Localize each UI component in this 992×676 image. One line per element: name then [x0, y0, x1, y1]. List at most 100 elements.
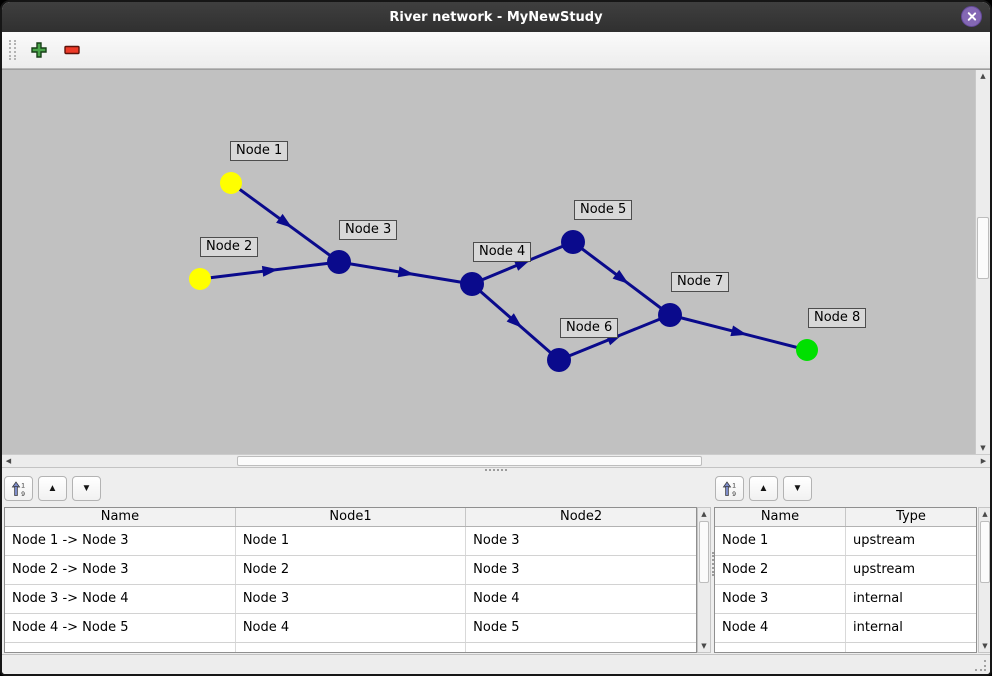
- table-cell[interactable]: upstream: [845, 555, 976, 585]
- nodes-table-scrollbar[interactable]: ▲ ▼: [978, 507, 990, 653]
- resize-grip[interactable]: [975, 660, 986, 671]
- column-header[interactable]: Node2: [465, 508, 696, 527]
- scroll-down-icon[interactable]: ▼: [980, 444, 986, 452]
- nodes-sort-button[interactable]: 1 9: [715, 476, 744, 501]
- column-header[interactable]: Name: [715, 508, 846, 527]
- network-node[interactable]: [547, 348, 571, 372]
- edge-arrow-icon: [730, 325, 748, 337]
- svg-text:9: 9: [21, 491, 25, 497]
- network-svg: [189, 172, 818, 372]
- reaches-move-down-button[interactable]: ▼: [72, 476, 101, 501]
- scroll-right-icon[interactable]: ▶: [980, 457, 987, 465]
- node-label[interactable]: Node 8: [808, 308, 867, 328]
- table-cell[interactable]: internal: [845, 584, 976, 614]
- scroll-down-icon[interactable]: ▼: [701, 642, 707, 650]
- nodes-move-up-button[interactable]: ▲: [749, 476, 778, 501]
- column-header[interactable]: Name: [5, 508, 236, 527]
- scroll-up-icon[interactable]: ▲: [982, 510, 988, 518]
- table-cell-empty: [5, 642, 236, 652]
- edge-arrow-icon: [612, 269, 629, 284]
- table-cell[interactable]: Node 1: [715, 526, 846, 556]
- table-cell[interactable]: Node 5: [465, 613, 696, 643]
- reaches-table-scrollbar[interactable]: ▲ ▼: [697, 507, 711, 653]
- table-cell[interactable]: Node 3: [465, 555, 696, 585]
- minus-icon: [64, 45, 80, 55]
- table-cell[interactable]: Node 4: [465, 584, 696, 614]
- canvas-vscrollbar-thumb[interactable]: [977, 217, 989, 279]
- table-cell[interactable]: Node 3: [715, 584, 846, 614]
- svg-text:1: 1: [732, 482, 736, 489]
- scroll-down-icon[interactable]: ▼: [982, 642, 988, 650]
- table-cell[interactable]: Node 4 -> Node 5: [5, 613, 236, 643]
- edge-arrow-icon: [513, 259, 531, 271]
- edge-arrow-icon: [261, 265, 279, 277]
- node-label[interactable]: Node 1: [230, 141, 289, 161]
- table-cell[interactable]: Node 1 -> Node 3: [5, 526, 236, 556]
- toolbar-grip[interactable]: [9, 40, 16, 60]
- column-header[interactable]: Type: [845, 508, 976, 527]
- network-node[interactable]: [220, 172, 242, 194]
- table-cell[interactable]: Node 4: [715, 613, 846, 643]
- table-cell-empty: [235, 642, 467, 652]
- table-cell[interactable]: Node 3: [465, 526, 696, 556]
- network-node[interactable]: [561, 230, 585, 254]
- table-cell[interactable]: internal: [845, 613, 976, 643]
- edge-arrow-icon: [276, 213, 293, 228]
- table-cell[interactable]: Node 2: [235, 555, 467, 585]
- scroll-up-icon[interactable]: ▲: [980, 72, 986, 80]
- plus-icon: [31, 42, 47, 58]
- canvas-hscrollbar-thumb[interactable]: [237, 456, 702, 466]
- node-label[interactable]: Node 2: [200, 237, 259, 257]
- remove-button[interactable]: [59, 37, 85, 63]
- table-cell[interactable]: Node 1: [235, 526, 467, 556]
- table-cell[interactable]: Node 3: [235, 584, 467, 614]
- node-label[interactable]: Node 7: [671, 272, 730, 292]
- table-cell[interactable]: Node 3 -> Node 4: [5, 584, 236, 614]
- reaches-move-up-button[interactable]: ▲: [38, 476, 67, 501]
- nodes-scrollbar-thumb[interactable]: [980, 521, 990, 583]
- table-cell[interactable]: Node 2: [715, 555, 846, 585]
- add-button[interactable]: [26, 37, 52, 63]
- status-bar: [2, 654, 990, 674]
- network-canvas[interactable]: Node 1 Node 2 Node 3 Node 4 Node 5 Node 6 Node…: [2, 70, 975, 454]
- down-arrow-icon: ▼: [792, 483, 803, 494]
- node-label[interactable]: Node 6: [560, 318, 619, 338]
- column-header[interactable]: Node1: [235, 508, 467, 527]
- network-node[interactable]: [189, 268, 211, 290]
- network-node[interactable]: [327, 250, 351, 274]
- table-cell[interactable]: Node 4: [235, 613, 467, 643]
- nodes-move-down-button[interactable]: ▼: [783, 476, 812, 501]
- node-label[interactable]: Node 4: [473, 242, 532, 262]
- scroll-up-icon[interactable]: ▲: [701, 510, 707, 518]
- panel-splitter[interactable]: [711, 472, 715, 654]
- scroll-left-icon[interactable]: ◀: [5, 457, 12, 465]
- reaches-scrollbar-thumb[interactable]: [699, 521, 709, 583]
- canvas-hscrollbar[interactable]: ◀ ▶: [2, 454, 990, 468]
- reaches-sort-button[interactable]: 1 9: [4, 476, 33, 501]
- network-node[interactable]: [460, 272, 484, 296]
- table-cell[interactable]: upstream: [845, 526, 976, 556]
- network-node[interactable]: [796, 339, 818, 361]
- canvas-area: Node 1 Node 2 Node 3 Node 4 Node 5 Node 6 Node…: [2, 69, 990, 454]
- reaches-toolbar: 1 9 ▲ ▼: [4, 476, 101, 501]
- node-label[interactable]: Node 3: [339, 220, 398, 240]
- canvas-vscrollbar[interactable]: ▲ ▼: [975, 70, 990, 454]
- close-button[interactable]: [961, 6, 982, 27]
- table-cell[interactable]: Node 2 -> Node 3: [5, 555, 236, 585]
- window-title: River network - MyNewStudy: [389, 9, 603, 25]
- node-label[interactable]: Node 5: [574, 200, 633, 220]
- network-node[interactable]: [658, 303, 682, 327]
- horizontal-splitter[interactable]: [2, 468, 990, 472]
